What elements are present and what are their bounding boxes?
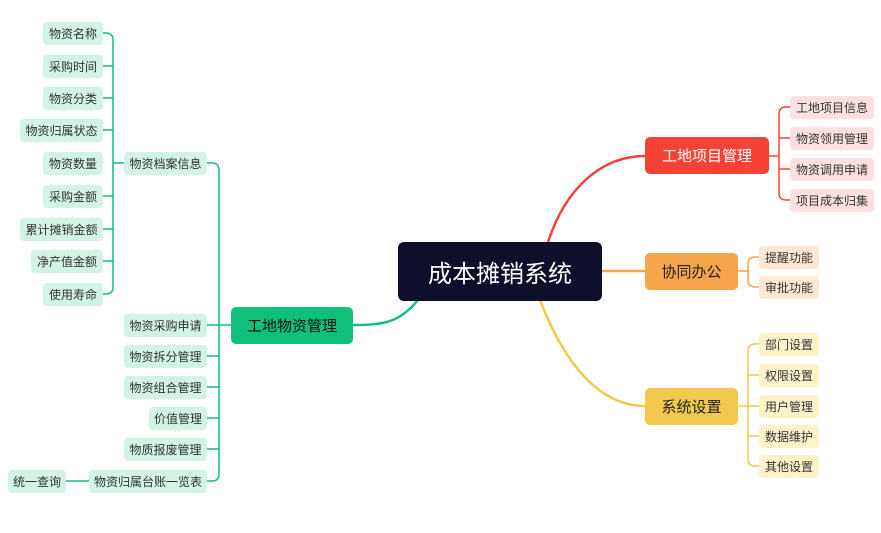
office-item: 审批功能 [759,276,819,299]
link-root-project [546,154,646,243]
settings-bracket [738,343,759,467]
archive-item: 物资分类 [43,87,103,110]
settings-item: 部门设置 [759,333,819,356]
archive-item: 物资名称 [43,22,103,45]
archive-item: 物资数量 [43,152,103,175]
archive-bracket [103,32,124,295]
materials-item: 物资拆分管理 [124,345,207,368]
archive-item: 采购金额 [43,185,103,208]
materials-item: 物资采购申请 [124,314,207,337]
settings-item: 其他设置 [759,455,819,478]
left-bracket [207,162,231,482]
project-bracket [769,106,790,201]
materials-item: 物资组合管理 [124,376,207,399]
project-item: 物资调用申请 [790,158,874,181]
materials-ledger-node: 物资归属台账一览表 [89,470,207,493]
settings-item: 数据维护 [759,425,819,448]
project-item: 项目成本归集 [790,189,874,212]
link-root-settings [538,299,646,408]
branch-project-management: 工地项目管理 [645,137,769,174]
archive-item: 净产值金额 [31,250,103,273]
archive-item: 累计摊销金额 [20,218,103,241]
settings-item: 用户管理 [759,395,819,418]
office-item: 提醒功能 [759,246,819,269]
root-node: 成本摊销系统 [398,242,602,301]
project-item: 工地项目信息 [790,96,874,119]
project-item: 物资领用管理 [790,127,874,150]
branch-collaborative-office: 协同办公 [645,253,738,290]
settings-item: 权限设置 [759,364,819,387]
link-root-left [352,299,419,327]
archive-item: 物资归属状态 [20,119,103,142]
materials-item: 价值管理 [149,407,207,430]
unified-query-node: 统一查询 [8,470,66,493]
archive-item: 使用寿命 [43,283,103,306]
materials-item: 物质报废管理 [124,438,207,461]
materials-archive-node: 物资档案信息 [124,152,207,175]
branch-system-settings: 系统设置 [645,388,738,425]
archive-item: 采购时间 [43,55,103,78]
branch-materials-management: 工地物资管理 [231,307,353,344]
office-bracket [738,256,759,288]
